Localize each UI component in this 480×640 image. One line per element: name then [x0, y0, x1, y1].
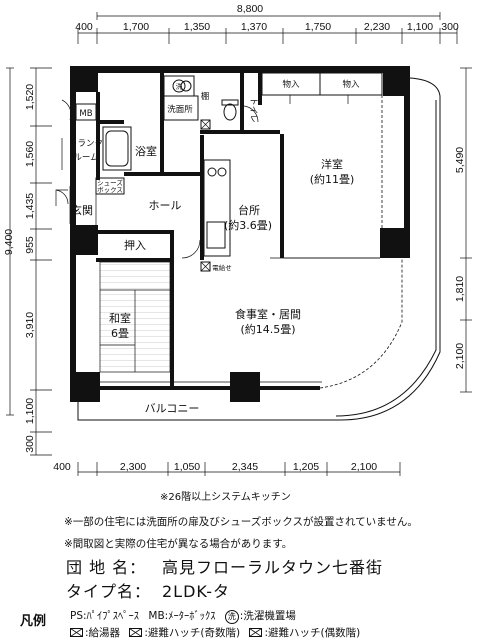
dim-left-5: 1,100	[24, 398, 36, 424]
info-type: タイプ名： 2LDK-タ	[66, 578, 230, 602]
dim-left-6: 300	[24, 435, 36, 453]
dim-bottom-0: 400	[53, 461, 71, 473]
dim-top-6: 1,100	[407, 21, 433, 33]
legend-row-1: PS:ﾊﾟｲﾌﾟｽﾍﾟｰｽ MB:ﾒｰﾀｰﾎﾞｯｸｽ 洗:洗濯機置場	[70, 608, 302, 624]
dim-top-2: 1,350	[184, 21, 210, 33]
dim-left-4: 3,910	[24, 312, 36, 338]
hatch-mark-balcony	[238, 375, 250, 387]
dim-bottom-5: 2,100	[351, 461, 377, 473]
room-daidokoro-name: 台所	[238, 203, 260, 217]
complex-value: 高見フローラルタウン七番街	[162, 558, 384, 577]
complex-label: 団 地 名：	[66, 558, 147, 577]
washing-machine-symbol: 洗	[172, 79, 186, 93]
dim-top-total: 8,800	[237, 3, 263, 15]
tatami-mats	[99, 261, 171, 373]
room-trunk-2: ルーム	[73, 153, 98, 163]
room-senmenjo: 洗面所	[167, 104, 193, 115]
dim-left-2: 1,435	[24, 193, 36, 219]
room-toilet: トイレ	[248, 97, 258, 123]
dim-left-0: 1,520	[24, 84, 36, 110]
dim-top-3: 1,370	[241, 21, 267, 33]
room-washitsu-size: 6畳	[111, 327, 129, 340]
dim-top-0: 400	[75, 21, 93, 33]
room-monoire-1: 物入	[282, 79, 300, 90]
room-youshitsu-name: 洋室	[321, 157, 343, 171]
note-1: ※一部の住宅には洗面所の扉及びシューズボックスが設置されていません。	[64, 516, 418, 528]
top-dimensions: 8,800 400 1,700 1,350 1,370 1,750 2,230 …	[75, 3, 459, 44]
room-tana: 棚	[201, 91, 210, 102]
dim-left-3: 955	[24, 236, 36, 254]
legend-title: 凡例	[20, 614, 47, 629]
floor-plan: 8,800 400 1,700 1,350 1,370 1,750 2,230 …	[3, 3, 472, 476]
legend-heater: :給湯器	[85, 627, 121, 639]
hatch-mark	[200, 119, 211, 130]
legend-mb: MB:ﾒｰﾀｰﾎﾞｯｸｽ	[148, 610, 216, 622]
wash-circle-icon: 洗	[224, 610, 239, 624]
washing-machine-label: 洗	[176, 82, 183, 91]
note-kitchen: ※26階以上システムキッチン	[160, 492, 291, 503]
bottom-dimensions: 400 2,300 1,050 2,345 1,205 2,100	[53, 461, 401, 476]
dim-bottom-4: 1,205	[293, 461, 319, 473]
shoes-box	[95, 177, 125, 195]
heater-mark	[200, 261, 211, 272]
room-daidokoro-size: (約3.6畳)	[224, 218, 272, 232]
closets	[261, 72, 383, 228]
room-shokuji-name: 食事室・居間	[235, 307, 301, 321]
kitchen-counter	[203, 159, 231, 257]
legend-hatch-even-item: :避難ハッチ(偶数階)	[249, 625, 360, 640]
room-shoes-1: シューズ	[97, 178, 123, 187]
dim-right-0: 5,490	[454, 147, 466, 173]
bathtub	[102, 126, 132, 171]
room-balcony: バルコニー	[145, 402, 200, 415]
dim-top-5: 2,230	[364, 21, 390, 33]
right-dimensions: 5,490 1,810 2,100	[454, 67, 472, 393]
walls	[70, 66, 410, 402]
legend-row-2: :給湯器 :避難ハッチ(奇数階) :避難ハッチ(偶数階)	[70, 625, 366, 640]
room-yokushitsu: 浴室	[135, 144, 157, 158]
dim-left-total: 9,400	[3, 229, 15, 255]
hatch-even-icon	[249, 628, 263, 637]
note-2: ※間取図と実際の住宅が異なる場合があります。	[64, 538, 293, 550]
dim-bottom-1: 2,300	[120, 461, 146, 473]
dim-bottom-3: 2,345	[232, 461, 258, 473]
dim-left-1: 1,560	[24, 141, 36, 167]
legend-wash-item: 洗:洗濯機置場	[224, 608, 296, 624]
room-youshitsu-size: (約11畳)	[310, 172, 355, 186]
legend-hatch-odd: :避難ハッチ(奇数階)	[144, 627, 241, 639]
room-shokuji-size: (約14.5畳)	[240, 322, 295, 336]
dim-top-4: 1,750	[305, 21, 331, 33]
room-oshiire: 押入	[124, 238, 146, 252]
type-label: タイプ名：	[66, 582, 152, 601]
legend-hatch-even: :避難ハッチ(偶数階)	[264, 627, 361, 639]
room-hall: ホール	[149, 199, 182, 212]
toilet-fixture	[221, 99, 239, 121]
dim-bottom-2: 1,050	[174, 461, 200, 473]
dim-top-1: 1,700	[123, 21, 149, 33]
dim-top-7: 300	[441, 21, 459, 33]
dim-right-1: 1,810	[454, 276, 466, 302]
room-mb: MB	[79, 109, 92, 119]
washbasin	[163, 75, 199, 121]
legend-heater-item: :給湯器	[70, 625, 120, 640]
legend-wash: :洗濯機置場	[239, 610, 296, 622]
room-shoes-2: ボックス	[97, 186, 123, 194]
dim-right-2: 2,100	[454, 343, 466, 369]
room-labels: 洋室 (約11畳) 台所 (約3.6畳) 食事室・居間 (約14.5畳) 和室 …	[69, 79, 360, 415]
room-monoire-2: 物入	[342, 79, 360, 90]
room-washitsu-name: 和室	[109, 311, 131, 325]
hatch-odd-icon	[129, 628, 143, 637]
room-denkyu: 電給せ	[212, 263, 232, 272]
type-value: 2LDK-タ	[162, 582, 231, 601]
heater-x-icon	[70, 628, 83, 637]
room-trunk-1: トランク	[69, 139, 103, 149]
legend-hatch-odd-item: :避難ハッチ(奇数階)	[129, 625, 240, 640]
info-complex: 団 地 名： 高見フローラルタウン七番街	[66, 554, 383, 578]
windows	[69, 186, 380, 383]
mb-box	[75, 103, 97, 121]
legend-ps: PS:ﾊﾟｲﾌﾟｽﾍﾟｰｽ	[70, 610, 140, 622]
left-dimensions: 9,400 1,520 1,560 1,435 955 3,910 1,100 …	[3, 67, 52, 456]
room-genkan: 玄関	[71, 203, 93, 217]
